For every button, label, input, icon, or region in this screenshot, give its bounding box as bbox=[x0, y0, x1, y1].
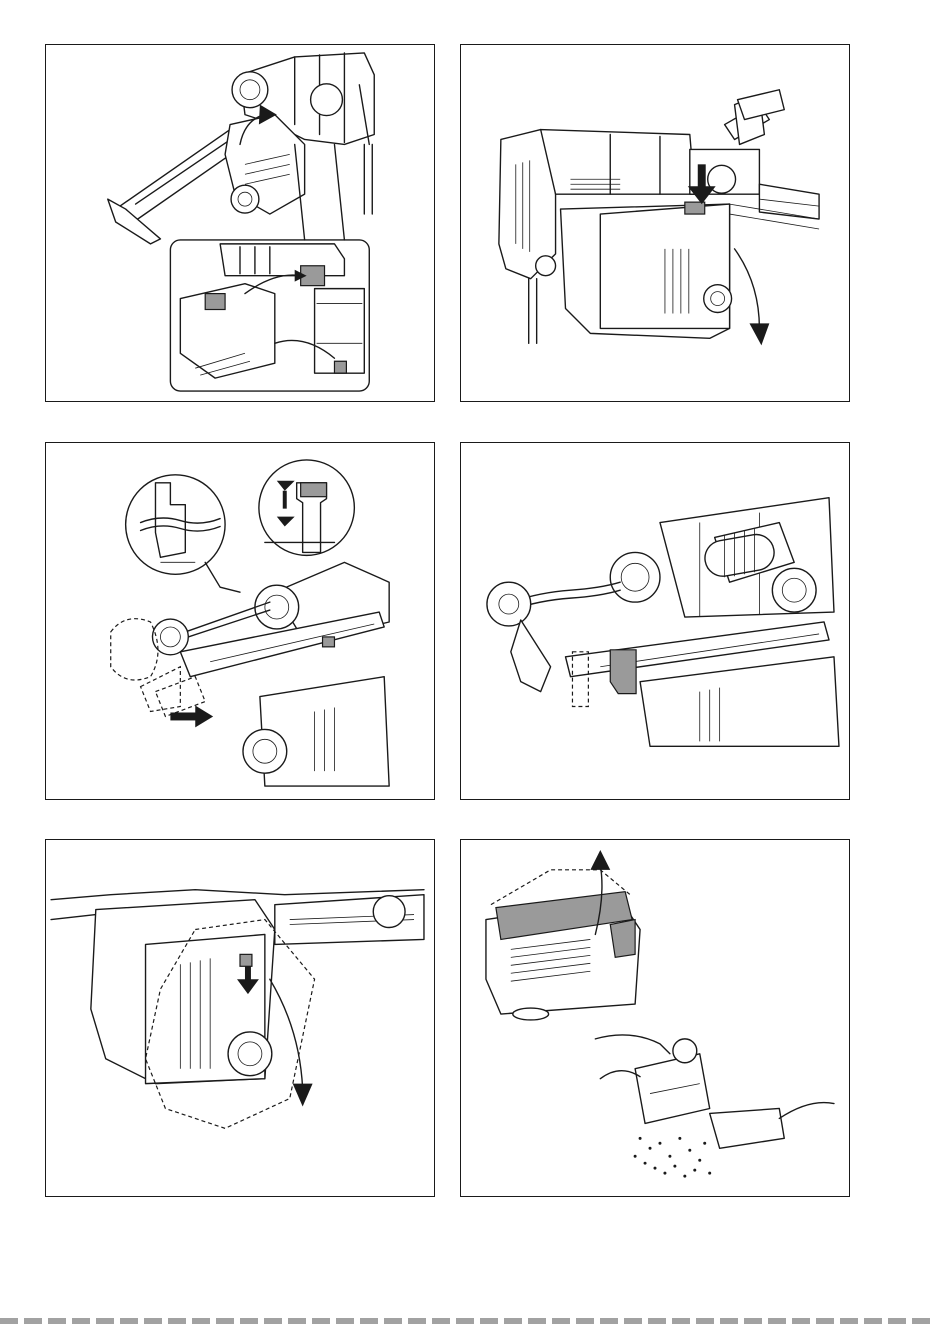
depth-stopper-icon bbox=[259, 460, 354, 555]
adjust-depth-illustration bbox=[46, 443, 434, 799]
remove-dust-box-illustration bbox=[46, 840, 434, 1196]
figure-stopper-position bbox=[460, 442, 850, 800]
detach-arrow-icon bbox=[735, 249, 770, 345]
dust-box-icon bbox=[486, 870, 640, 1020]
drill-bit-icon bbox=[487, 582, 620, 691]
rotary-hammer-icon bbox=[566, 498, 839, 747]
attach-dust-extractor-illustration bbox=[46, 45, 434, 401]
remove-arrow-icon bbox=[270, 979, 313, 1106]
empty-dust-box-illustration bbox=[461, 840, 849, 1196]
drill-bit-icon bbox=[126, 475, 240, 592]
dust-particles-icon bbox=[634, 1137, 712, 1178]
figure-adjust-depth bbox=[45, 442, 435, 800]
figure-empty-dust-box bbox=[460, 839, 850, 1197]
slide-arrow-icon bbox=[170, 706, 213, 728]
dust-extractor-icon bbox=[108, 115, 305, 244]
rotary-hammer-icon bbox=[152, 562, 389, 786]
hands-icon bbox=[595, 1035, 834, 1148]
dust-extractor-icon bbox=[561, 204, 732, 338]
page-footer-strip bbox=[0, 1318, 933, 1324]
stopper-position-illustration bbox=[461, 443, 849, 799]
detach-dust-extractor-illustration bbox=[461, 45, 849, 401]
figure-remove-dust-box bbox=[45, 839, 435, 1197]
figure-detach-dust-extractor bbox=[460, 44, 850, 402]
figure-attach-dust-extractor bbox=[45, 44, 435, 402]
